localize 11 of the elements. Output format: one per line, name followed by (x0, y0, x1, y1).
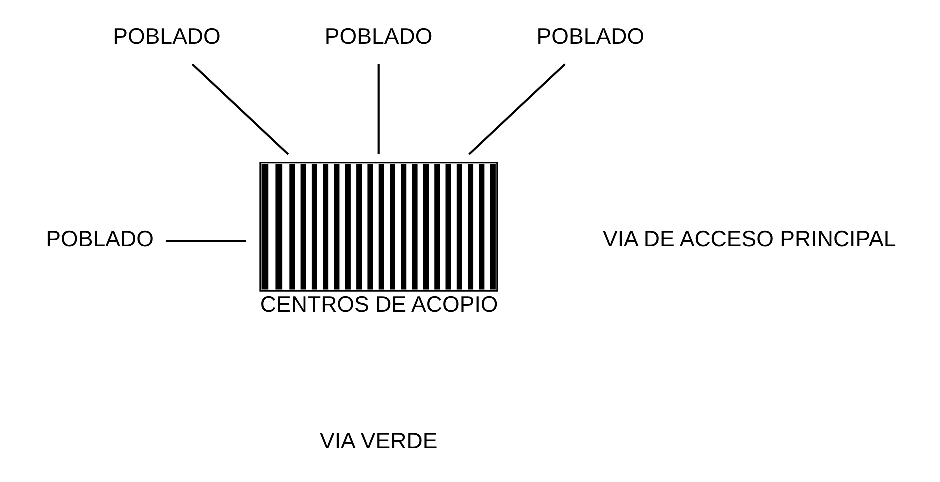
connector (165, 240, 246, 242)
node-text: POBLADO (112, 24, 220, 50)
node-text: POBLADO (536, 24, 644, 50)
node-label: CENTROS DE ACOPIO (260, 292, 498, 317)
connector (468, 64, 566, 156)
node-text: POBLADO (46, 226, 154, 252)
connector (377, 64, 380, 154)
label: VIA VERDE (319, 428, 438, 454)
connector (191, 64, 289, 156)
node-text: POBLADO (324, 24, 432, 50)
label: VIA DE ACCESO PRINCIPAL (602, 226, 896, 252)
